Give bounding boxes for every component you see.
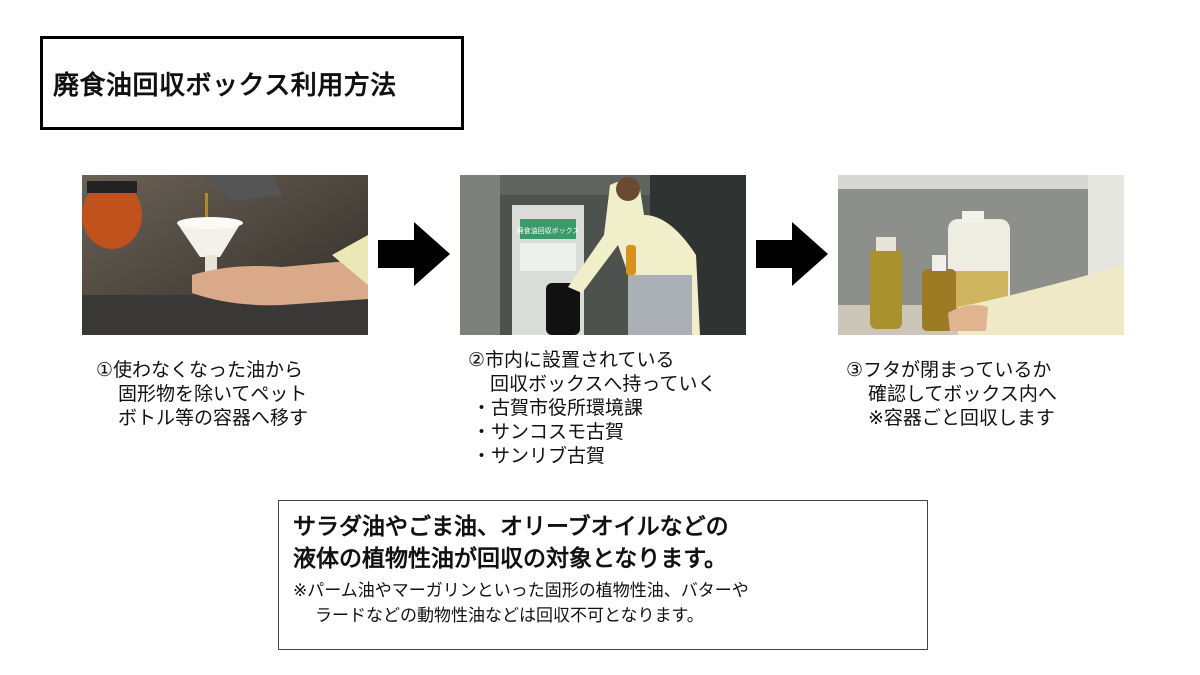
step2-bullet-3: ・サンリブ古賀 xyxy=(472,445,606,467)
step3-line3: ※容器ごと回収します xyxy=(868,407,1055,429)
step3-line2: 確認してボックス内へ xyxy=(868,383,1057,405)
note-main-line2: 液体の植物性油が回収の対象となります。 xyxy=(293,546,728,572)
step2-photo: 廃食油回収ボックス xyxy=(460,175,746,335)
step1-line2: 固形物を除いてペット xyxy=(118,383,308,405)
step2-line2: 回収ボックスへ持っていく xyxy=(490,373,717,395)
step2-bullet-1: ・古賀市役所環境課 xyxy=(472,397,644,419)
step1-photo xyxy=(82,175,368,335)
step-arrow-1 xyxy=(378,222,450,286)
step3-text: ③フタが閉まっているか 確認してボックス内へ ※容器ごと回収します xyxy=(846,358,1057,430)
note-main-line1: サラダ油やごま油、オリーブオイルなどの xyxy=(293,514,729,540)
step-arrow-2 xyxy=(756,222,828,286)
step2-bullet-2: ・サンコスモ古賀 xyxy=(472,421,625,443)
step2-text: ②市内に設置されている 回収ボックスへ持っていく ・古賀市役所環境課 ・サンコス… xyxy=(468,348,716,468)
target-oil-note: サラダ油やごま油、オリーブオイルなどの 液体の植物性油が回収の対象となります。 … xyxy=(278,500,928,650)
note-sub-line1: ※パーム油やマーガリンといった固形の植物性油、バターや xyxy=(293,581,749,601)
step3-photo xyxy=(838,175,1124,335)
page-title: 廃食油回収ボックス利用方法 xyxy=(53,70,397,101)
collection-box-sign: 廃食油回収ボックス xyxy=(517,226,580,235)
step1-line1: ①使わなくなった油から xyxy=(96,359,304,381)
step1-text: ①使わなくなった油から 固形物を除いてペット ボトル等の容器へ移す xyxy=(96,358,308,430)
step1-line3: ボトル等の容器へ移す xyxy=(118,407,309,429)
note-sub-line2: ラードなどの動物性油などは回収不可となります。 xyxy=(315,606,704,626)
page-title-box: 廃食油回収ボックス利用方法 xyxy=(40,36,464,130)
step3-line1: ③フタが閉まっているか xyxy=(846,359,1052,381)
step2-line1: ②市内に設置されている xyxy=(468,349,675,371)
